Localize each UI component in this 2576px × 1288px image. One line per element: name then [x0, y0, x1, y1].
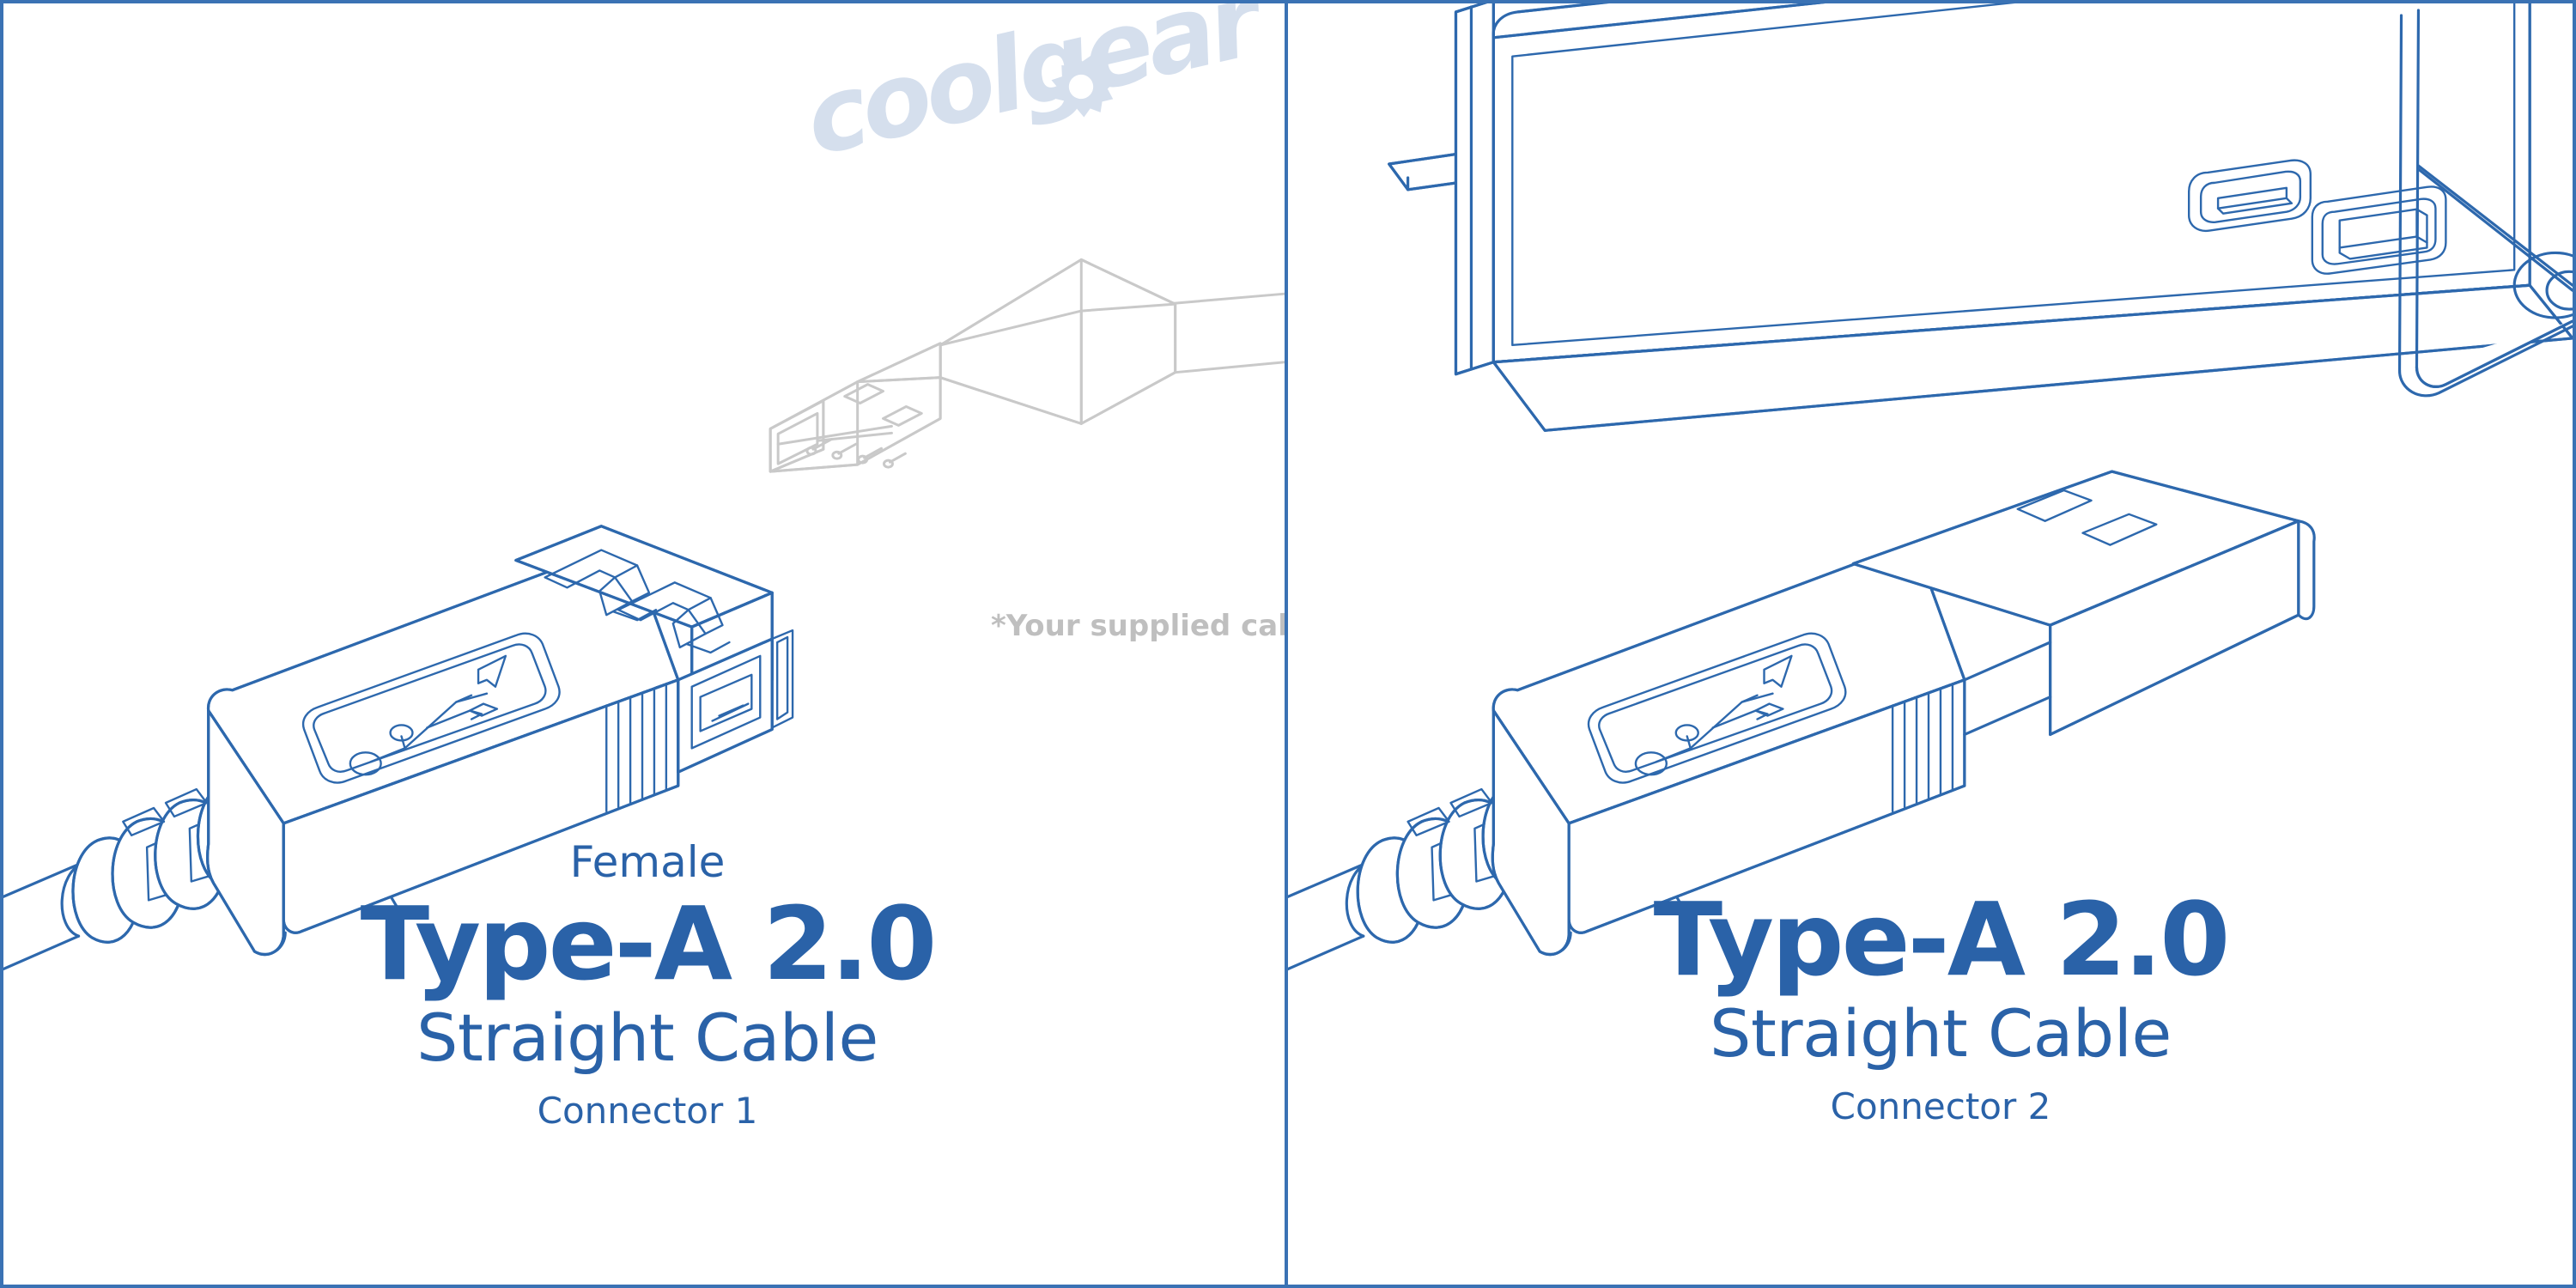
- grip-ribs: [1891, 683, 1954, 813]
- connector-index-label: Connector 1: [537, 1090, 758, 1133]
- usb-trident-icon: [301, 632, 561, 784]
- receptacle-spring-tabs: [544, 549, 731, 654]
- panel-connector-1: coolgear .ln{fill:none;stroke:#2d68ad;st…: [3, 3, 1288, 1285]
- usb-trident-icon: [1587, 632, 1847, 784]
- usb-a-male-plug: [1851, 470, 2316, 737]
- panel-connector-2: coolgear .l2{fill:none;stroke:#2d68ad;st…: [1288, 3, 2573, 1285]
- usb-a-female-receptacle: [514, 525, 794, 774]
- subtitle: Straight Cable: [1710, 995, 2172, 1072]
- page-title: Type-A 2.0: [360, 884, 938, 1003]
- grip-ribs: [605, 683, 668, 813]
- usb-type-a-port: [2311, 185, 2447, 275]
- connector-overmold-male: [1491, 549, 1966, 957]
- usb-hub-enclosure: [1388, 3, 2573, 432]
- connector-overmold-female: [206, 549, 680, 957]
- subtitle: Straight Cable: [416, 999, 878, 1077]
- connector-index-label: Connector 2: [1830, 1085, 2051, 1128]
- usb-type-c-port: [2187, 159, 2312, 233]
- artwork-connector-1: .ln{fill:none;stroke:#2d68ad;stroke-widt…: [3, 3, 1285, 1285]
- caption-connector-2: Type-A 2.0 Straight Cable Connector 2: [1485, 888, 2396, 1125]
- caption-connector-1: Female Type-A 2.0 Straight Cable Connect…: [218, 841, 1077, 1129]
- artwork-connector-2: .l2{fill:none;stroke:#2d68ad;stroke-widt…: [1288, 3, 2573, 1285]
- ghost-cable-plug: [769, 258, 1285, 473]
- supplied-cable-note: *Your supplied cable: [991, 609, 1285, 643]
- gender-label: Female: [569, 837, 726, 887]
- page-title: Type-A 2.0: [1653, 880, 2231, 999]
